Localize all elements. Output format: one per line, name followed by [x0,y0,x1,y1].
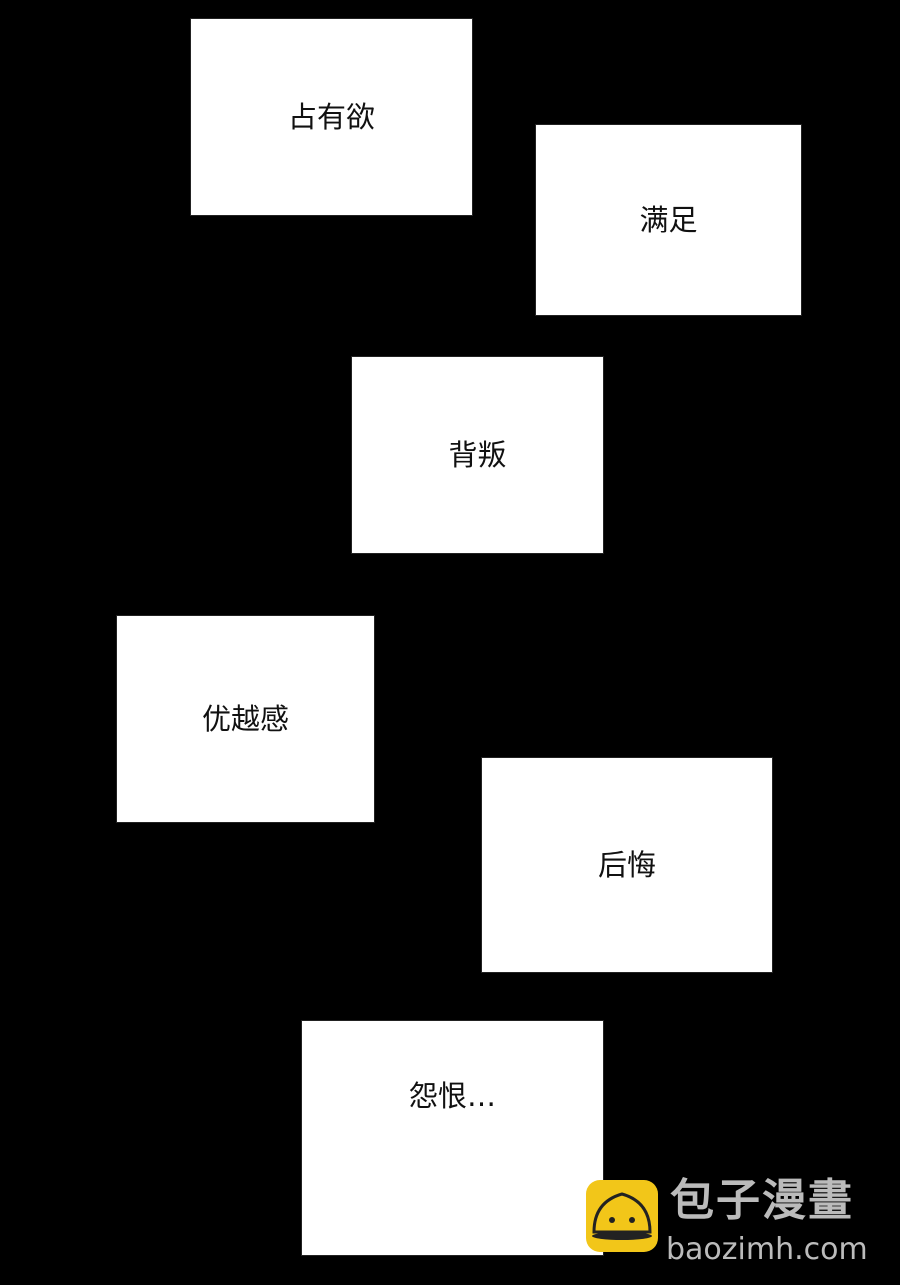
watermark: 包子漫畫 baozimh.com [586,1176,900,1280]
panel-text: 满足 [639,203,698,237]
panel-betrayal: 背叛 [352,357,603,553]
panel-text: 怨恨… [408,1079,496,1113]
bun-logo-icon [586,1180,658,1252]
panel-text: 后悔 [597,848,656,882]
panel-text: 占有欲 [287,100,375,134]
panel-possessiveness: 占有欲 [191,19,472,215]
watermark-title: 包子漫畫 [670,1175,854,1226]
panel-superiority: 优越感 [117,616,374,822]
panel-resentment: 怨恨… [302,1021,603,1255]
watermark-url: baozimh.com [666,1232,868,1267]
panel-text: 优越感 [201,702,289,736]
panel-regret: 后悔 [482,758,772,972]
panel-text: 背叛 [448,438,507,472]
panel-satisfaction: 满足 [536,125,801,315]
